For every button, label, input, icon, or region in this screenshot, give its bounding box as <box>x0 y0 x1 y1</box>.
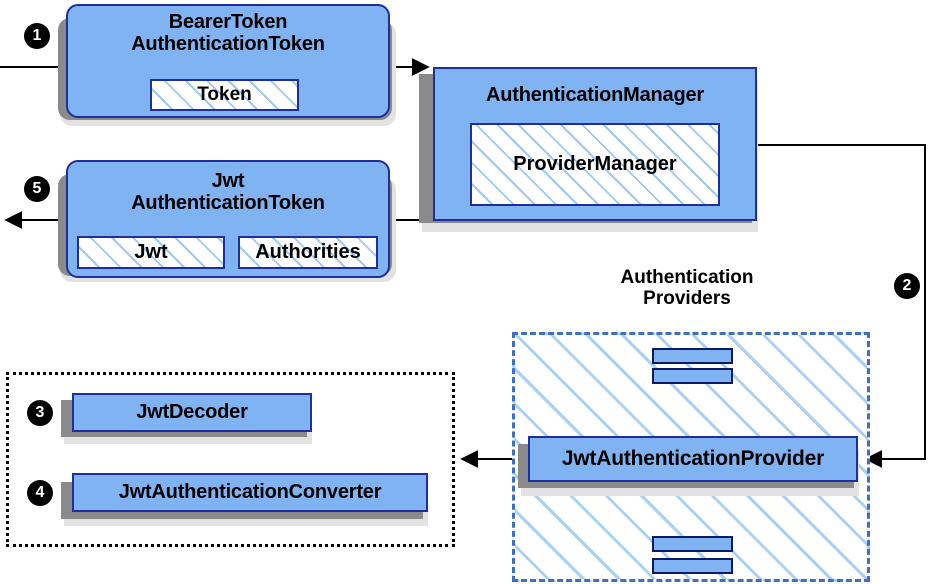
inner-box-token[interactable]: Token <box>150 79 299 111</box>
provider-stub-top-1 <box>652 348 733 364</box>
provider-stub-bottom-1 <box>652 536 733 552</box>
step-badge-3: 3 <box>28 401 52 425</box>
inner-box-jwt[interactable]: Jwt <box>77 236 225 269</box>
node-bearer-token-authentication-token[interactable]: BearerToken AuthenticationToken <box>66 4 390 118</box>
node-jwt-authentication-provider-title: JwtAuthenticationProvider <box>561 446 825 470</box>
node-jwt-decoder-title: JwtDecoder <box>136 400 248 423</box>
step-badge-2: 2 <box>895 274 919 298</box>
step-badge-4: 4 <box>28 481 52 505</box>
node-authentication-manager-title: AuthenticationManager <box>485 84 705 106</box>
inner-box-authorities-label: Authorities <box>255 241 361 263</box>
node-jwt-authentication-provider[interactable]: JwtAuthenticationProvider <box>528 436 858 482</box>
node-jwt-token-title: Jwt AuthenticationToken <box>131 170 325 214</box>
step-badge-5: 5 <box>25 177 49 201</box>
provider-stub-bottom-2 <box>652 558 733 574</box>
authentication-providers-caption: Authentication Providers <box>620 267 754 309</box>
node-jwt-decoder[interactable]: JwtDecoder <box>72 393 312 432</box>
node-jwt-authentication-token[interactable]: Jwt AuthenticationToken <box>66 160 390 278</box>
node-jwt-authentication-converter-title: JwtAuthenticationConverter <box>118 480 382 503</box>
node-jwt-authentication-converter[interactable]: JwtAuthenticationConverter <box>72 473 428 512</box>
inner-box-jwt-label: Jwt <box>134 241 168 263</box>
provider-stub-top-2 <box>652 368 733 384</box>
inner-box-authorities[interactable]: Authorities <box>238 236 378 269</box>
inner-box-provider-manager-label: ProviderManager <box>513 153 677 175</box>
step-badge-1: 1 <box>25 24 49 48</box>
node-bearer-token-title: BearerToken AuthenticationToken <box>131 11 325 55</box>
inner-box-provider-manager[interactable]: ProviderManager <box>470 123 720 206</box>
inner-box-token-label: Token <box>197 84 252 105</box>
region-jwt-components <box>6 372 455 547</box>
